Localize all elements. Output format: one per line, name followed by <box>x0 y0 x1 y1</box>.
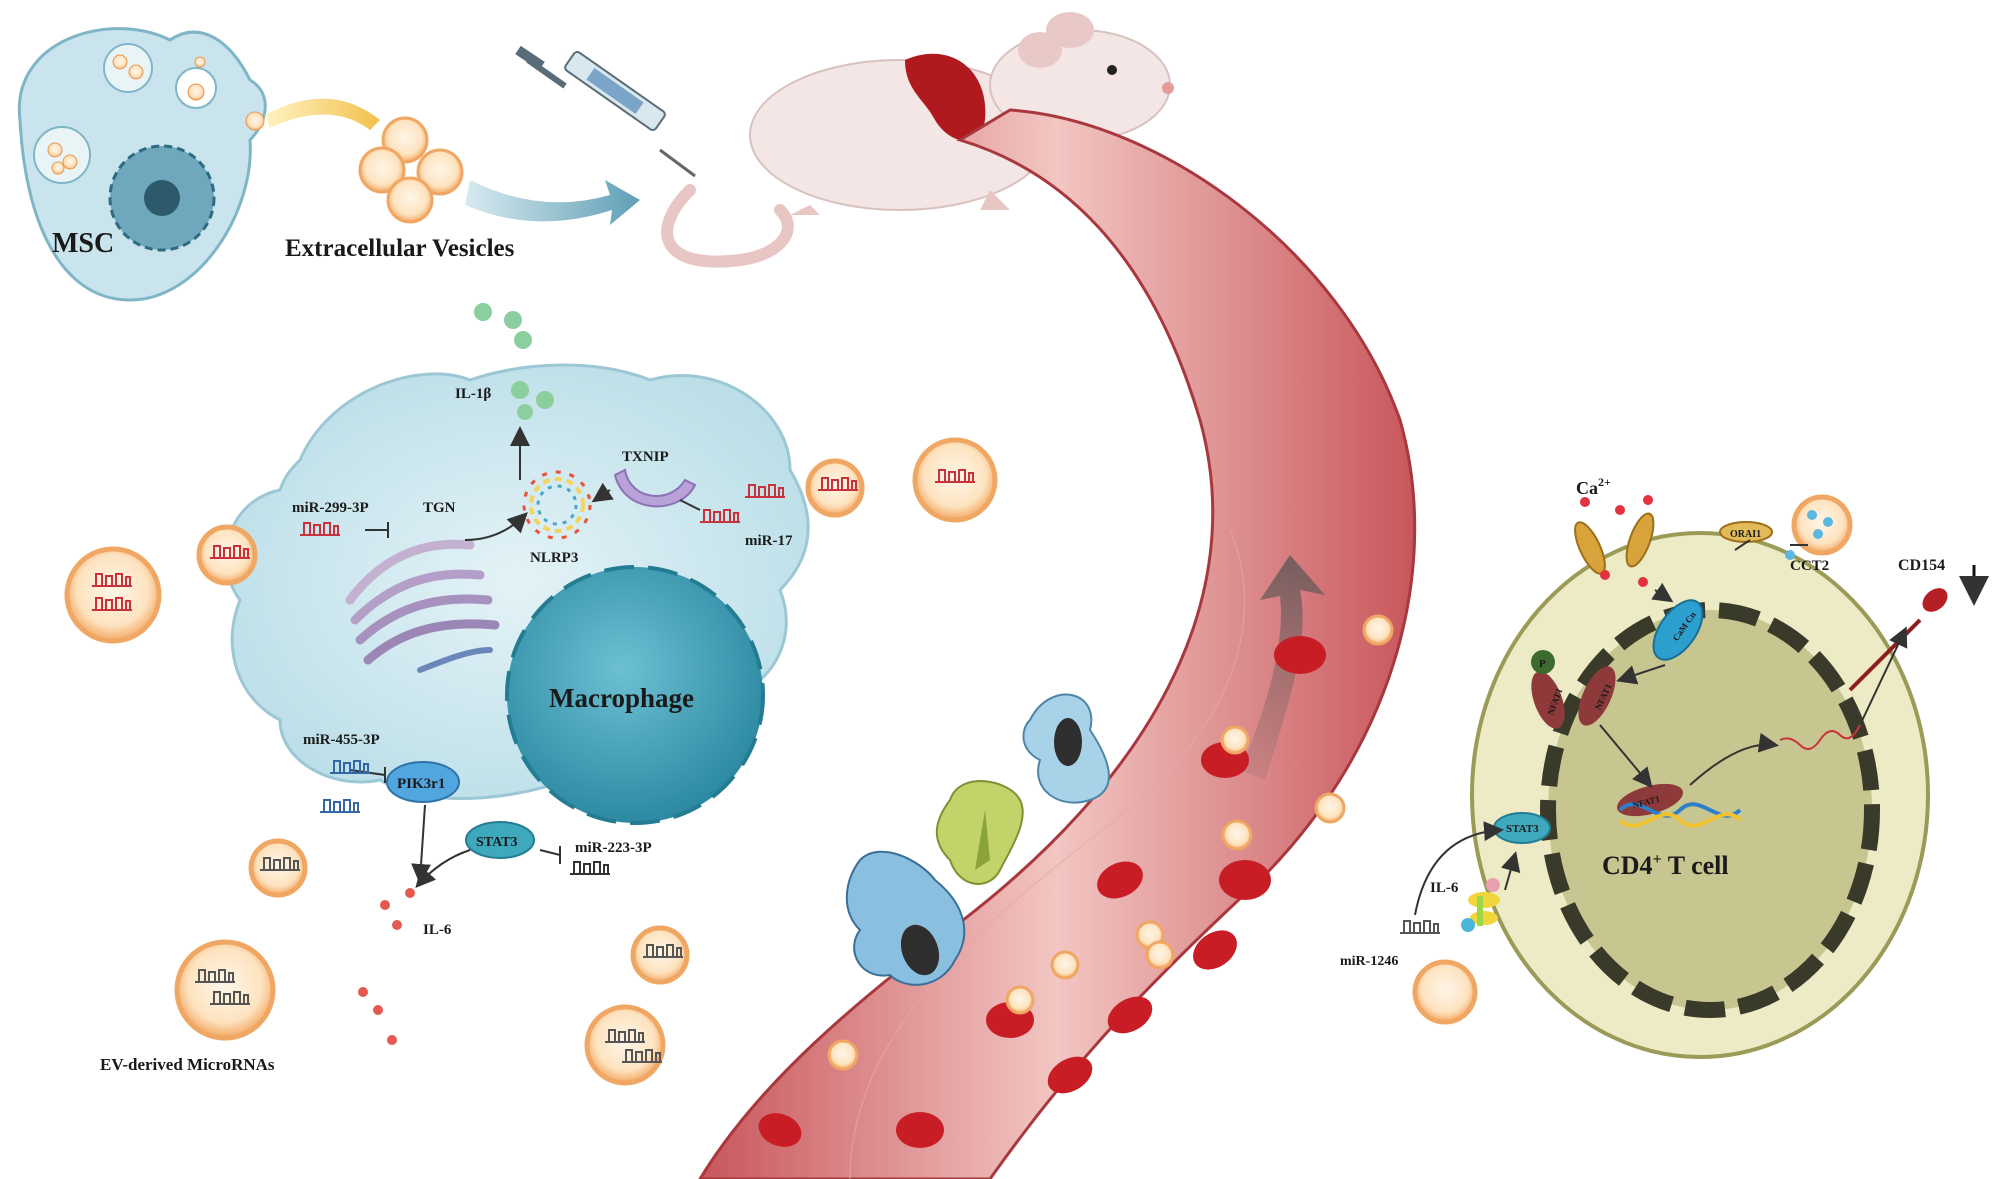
il6-label: IL-6 <box>423 922 452 938</box>
mir-299-label: miR-299-3P <box>292 500 369 516</box>
stat3-tcell-label: STAT3 <box>1506 823 1539 835</box>
il1b-label: IL-1β <box>455 386 491 402</box>
phospho-label: P <box>1539 658 1546 670</box>
msc-to-ev-arrow <box>265 98 380 130</box>
cd154-label: CD154 <box>1898 557 1945 574</box>
ca2-label: Ca2+ <box>1576 475 1611 498</box>
pik3r1-label: PIK3r1 <box>397 776 445 792</box>
stat3-protein <box>465 821 535 859</box>
txnip-icon <box>613 468 697 508</box>
mir-1246-label: miR-1246 <box>1340 954 1398 969</box>
extracellular-vesicles-label: Extracellular Vesicles <box>285 235 515 262</box>
txnip-label: TXNIP <box>622 449 669 465</box>
macrophage-cell <box>224 363 810 930</box>
injection-arrow <box>465 180 640 225</box>
macrophage-nucleus <box>505 565 765 825</box>
mouse-organ <box>905 53 986 141</box>
mir-17-label: miR-17 <box>745 533 793 549</box>
immune-cells <box>845 693 1110 986</box>
tgn-golgi-icon <box>345 539 500 673</box>
cd4-t-cell <box>1412 494 1989 1059</box>
macrophage-label: Macrophage <box>549 683 694 713</box>
cd4-t-cell-label: CD4+ T cell <box>1602 851 1729 880</box>
cct2-label: CCT2 <box>1790 558 1829 574</box>
extracellular-vesicles <box>358 116 464 224</box>
pik3r1-protein <box>386 761 460 803</box>
msc-cell <box>17 27 267 302</box>
ev-micrornas-label: EV-derived MicroRNAs <box>100 1055 275 1074</box>
vessel-vesicles <box>827 614 1394 1071</box>
mir-223-label: miR-223-3P <box>575 840 652 856</box>
syringe-icon <box>515 45 696 178</box>
red-blood-cells <box>758 636 1326 1148</box>
tgn-label: TGN <box>423 500 456 516</box>
il6-tcell-label: IL-6 <box>1430 880 1459 896</box>
orai1-label: ORAI1 <box>1730 529 1761 540</box>
ev-microrna-vesicles <box>64 437 998 1086</box>
stat3-label: STAT3 <box>476 835 518 850</box>
nlrp3-label: NLRP3 <box>530 550 578 566</box>
msc-label: MSC <box>52 228 114 259</box>
mir-455-label: miR-455-3P <box>303 732 380 748</box>
nlrp3-inflammasome-icon <box>522 470 592 540</box>
